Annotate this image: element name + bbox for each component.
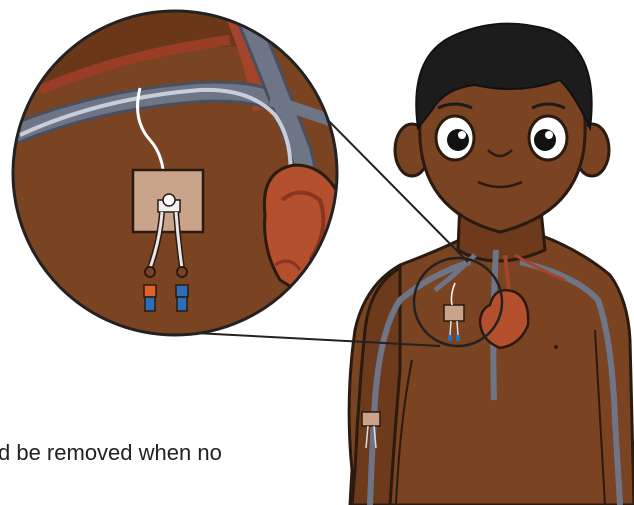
child-figure-icon bbox=[349, 24, 634, 505]
magnifier-circle-icon bbox=[0, 0, 360, 335]
caption-text: d be removed when no bbox=[0, 440, 222, 466]
